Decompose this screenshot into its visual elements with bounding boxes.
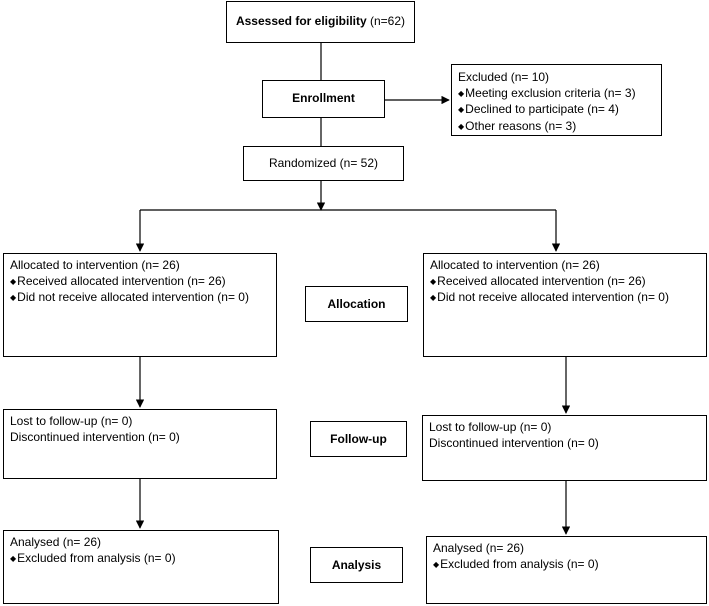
right-allocation-item: ◆Received allocated intervention (n= 26)	[430, 273, 646, 288]
followup-stage-label: Follow-up	[330, 432, 387, 446]
enrollment-box: Enrollment	[262, 80, 385, 118]
left-analysis-item: ◆Excluded from analysis (n= 0)	[10, 550, 176, 565]
left-analysis-title: Analysed (n= 26)	[10, 535, 102, 549]
left-analysis-box: Analysed (n= 26) ◆Excluded from analysis…	[3, 530, 279, 604]
diamond-bullet-icon: ◆	[10, 293, 17, 302]
left-followup-line: Lost to follow-up (n= 0)	[10, 414, 133, 428]
analysis-stage-box: Analysis	[310, 547, 403, 583]
left-allocation-item: ◆Received allocated intervention (n= 26)	[10, 273, 226, 288]
excluded-box: Excluded (n= 10) ◆Meeting exclusion crit…	[451, 64, 662, 136]
randomized-label: Randomized (n= 52)	[268, 155, 379, 170]
right-analysis-item: ◆Excluded from analysis (n= 0)	[433, 556, 599, 571]
left-allocation-item: ◆Did not receive allocated intervention …	[10, 290, 249, 304]
allocation-stage-label: Allocation	[327, 297, 386, 311]
excluded-item: ◆Meeting exclusion criteria (n= 3)	[458, 85, 636, 100]
enrollment-label: Enrollment	[292, 91, 355, 106]
randomized-box: Randomized (n= 52)	[243, 146, 404, 181]
assessed-box: Assessed for eligibility (n=62)	[226, 1, 415, 43]
diamond-bullet-icon: ◆	[433, 559, 440, 569]
excluded-item: ◆Other reasons (n= 3)	[458, 118, 577, 133]
excluded-title: Excluded (n= 10)	[458, 70, 550, 84]
assessed-count: (n=62)	[366, 14, 406, 29]
left-allocation-title: Allocated to intervention (n= 26)	[10, 258, 180, 272]
followup-stage-box: Follow-up	[310, 421, 407, 457]
right-analysis-box: Analysed (n= 26) ◆Excluded from analysis…	[426, 536, 707, 604]
assessed-label: Assessed for eligibility	[235, 14, 367, 29]
allocation-stage-box: Allocation	[305, 286, 408, 322]
right-followup-line: Lost to follow-up (n= 0)	[429, 420, 552, 434]
diamond-bullet-icon: ◆	[458, 121, 465, 131]
right-followup-line: Discontinued intervention (n= 0)	[429, 435, 599, 450]
left-followup-line: Discontinued intervention (n= 0)	[10, 429, 180, 444]
right-allocation-box: Allocated to intervention (n= 26) ◆Recei…	[423, 253, 707, 357]
left-allocation-box: Allocated to intervention (n= 26) ◆Recei…	[3, 253, 277, 357]
diamond-bullet-icon: ◆	[10, 276, 17, 286]
diamond-bullet-icon: ◆	[430, 276, 437, 286]
left-followup-box: Lost to follow-up (n= 0) Discontinued in…	[3, 409, 277, 479]
diamond-bullet-icon: ◆	[458, 88, 465, 98]
right-analysis-title: Analysed (n= 26)	[433, 541, 525, 555]
right-allocation-item: ◆Did not receive allocated intervention …	[430, 290, 669, 304]
right-allocation-title: Allocated to intervention (n= 26)	[430, 258, 600, 272]
right-followup-box: Lost to follow-up (n= 0) Discontinued in…	[422, 415, 707, 481]
diamond-bullet-icon: ◆	[458, 105, 465, 114]
excluded-item: ◆Declined to participate (n= 4)	[458, 102, 619, 116]
diamond-bullet-icon: ◆	[10, 553, 17, 563]
diamond-bullet-icon: ◆	[430, 293, 437, 302]
analysis-stage-label: Analysis	[331, 558, 382, 572]
